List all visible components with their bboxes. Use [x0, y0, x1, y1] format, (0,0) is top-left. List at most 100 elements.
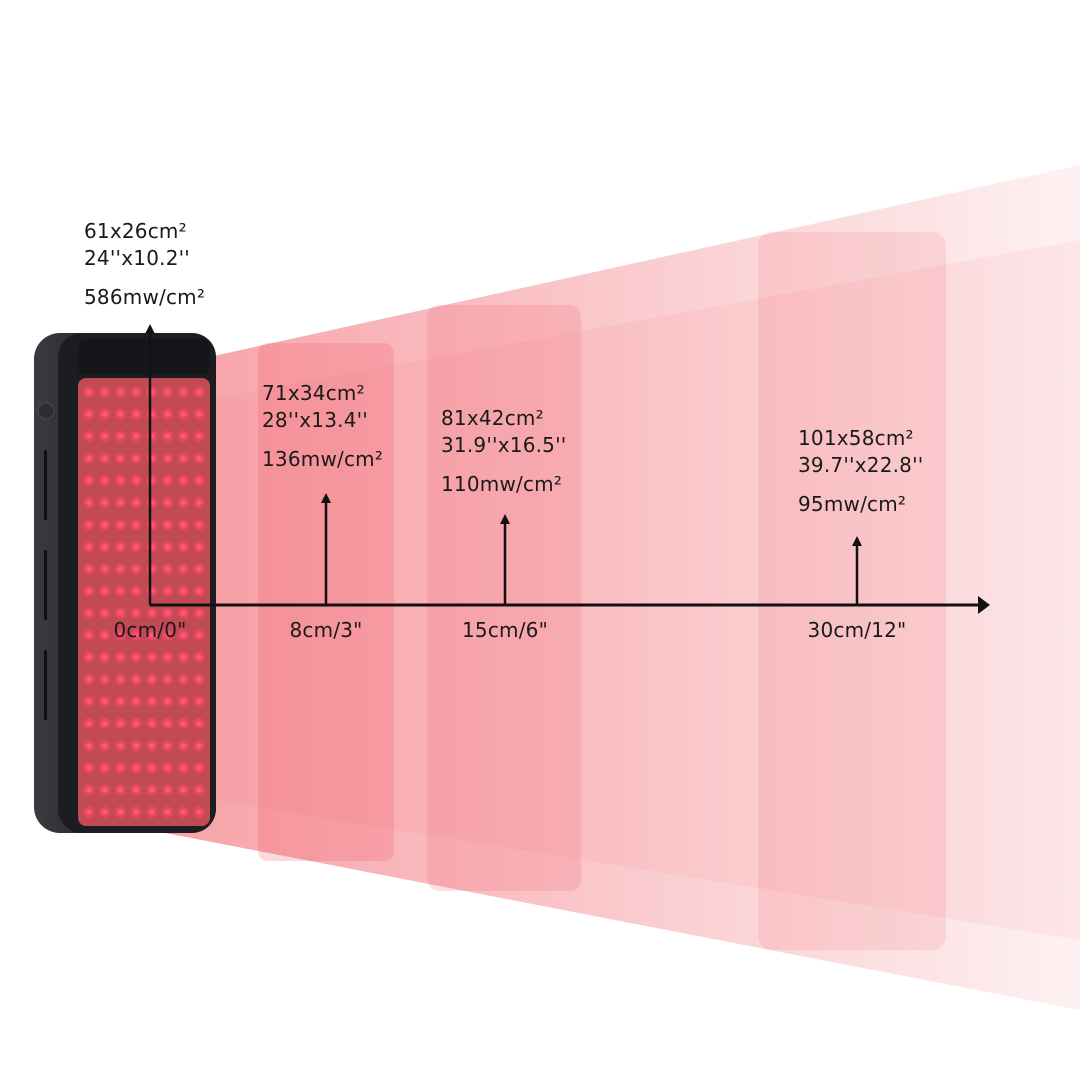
led-core [86, 654, 92, 660]
led-core [102, 610, 108, 616]
led-core [133, 632, 139, 638]
area-cm: 71x34cm² [262, 381, 365, 405]
led-core [196, 499, 202, 506]
led-core [196, 610, 202, 616]
led-core [196, 455, 202, 461]
led-core [180, 499, 186, 506]
led-core [102, 698, 108, 705]
led-core [133, 499, 139, 506]
led-core [102, 765, 108, 771]
led-core [196, 433, 202, 439]
led-core [102, 809, 108, 815]
led-core [133, 610, 139, 616]
irradiance-arrowhead-0cm [145, 324, 155, 334]
led-core [164, 411, 171, 417]
led-core [164, 389, 171, 395]
led-core [86, 389, 92, 395]
led-core [117, 765, 124, 771]
led-core [196, 389, 202, 395]
distance-axis-arrowhead [978, 596, 990, 614]
control-panel [78, 339, 210, 375]
led-core [117, 389, 124, 395]
led-core [164, 544, 171, 550]
led-core [133, 566, 139, 572]
led-core [102, 455, 108, 461]
led-core [133, 455, 139, 461]
led-core [86, 411, 92, 417]
led-core [102, 499, 108, 506]
led-core [180, 588, 186, 594]
led-core [196, 522, 202, 528]
led-core [180, 765, 186, 771]
led-panel [78, 378, 210, 826]
led-core [117, 522, 124, 528]
led-core [117, 654, 124, 660]
led-core [133, 720, 139, 727]
led-core [164, 676, 171, 682]
led-core [102, 433, 108, 439]
irradiance-value: 136mw/cm² [262, 447, 384, 471]
area-cm: 61x26cm² [84, 219, 187, 243]
led-core [149, 720, 155, 727]
led-core [102, 676, 108, 682]
zone-label-8cm: 71x34cm² 28''x13.4'' 136mw/cm² [262, 380, 383, 473]
led-core [117, 610, 124, 616]
led-core [149, 765, 155, 771]
led-core [86, 477, 92, 484]
led-core [196, 566, 202, 572]
side-groove [44, 550, 47, 620]
area-in: 28''x13.4'' [262, 408, 369, 432]
led-core [180, 566, 186, 572]
led-core [180, 544, 186, 550]
led-core [117, 499, 124, 506]
therapy-device [34, 333, 216, 833]
led-core [102, 522, 108, 528]
led-core [133, 433, 139, 439]
led-core [149, 698, 155, 705]
led-core [86, 499, 92, 506]
led-core [196, 676, 202, 682]
led-core [117, 455, 124, 461]
led-core [180, 455, 186, 461]
led-core [133, 809, 139, 815]
led-core [196, 654, 202, 660]
led-core [180, 654, 186, 660]
led-core [133, 676, 139, 682]
led-core [180, 389, 186, 395]
area-in: 39.7''x22.8'' [798, 453, 924, 477]
led-core [196, 765, 202, 771]
led-core [149, 809, 155, 815]
led-core [164, 566, 171, 572]
led-core [164, 499, 171, 506]
led-core [117, 411, 124, 417]
led-core [196, 787, 202, 793]
distance-tick-8cm: 8cm/3" [289, 618, 363, 642]
led-core [86, 588, 92, 594]
led-core [117, 433, 124, 439]
zone-label-30cm: 101x58cm² 39.7''x22.8'' 95mw/cm² [798, 425, 924, 518]
led-core [117, 588, 124, 594]
led-core [86, 698, 92, 705]
led-core [102, 544, 108, 550]
distance-tick-15cm: 15cm/6" [462, 618, 548, 642]
led-core [164, 809, 171, 815]
led-core [133, 544, 139, 550]
led-core [149, 654, 155, 660]
led-core [133, 743, 139, 749]
led-core [133, 588, 139, 594]
led-core [117, 809, 124, 815]
led-core [164, 765, 171, 771]
area-in: 31.9''x16.5'' [441, 433, 567, 457]
led-core [102, 588, 108, 594]
led-core [196, 411, 202, 417]
led-core [86, 522, 92, 528]
led-core [164, 455, 171, 461]
led-array [83, 386, 205, 818]
led-core [149, 676, 155, 682]
led-core [196, 698, 202, 705]
led-core [102, 389, 108, 395]
led-core [86, 743, 92, 749]
led-core [180, 676, 186, 682]
led-core [133, 654, 139, 660]
